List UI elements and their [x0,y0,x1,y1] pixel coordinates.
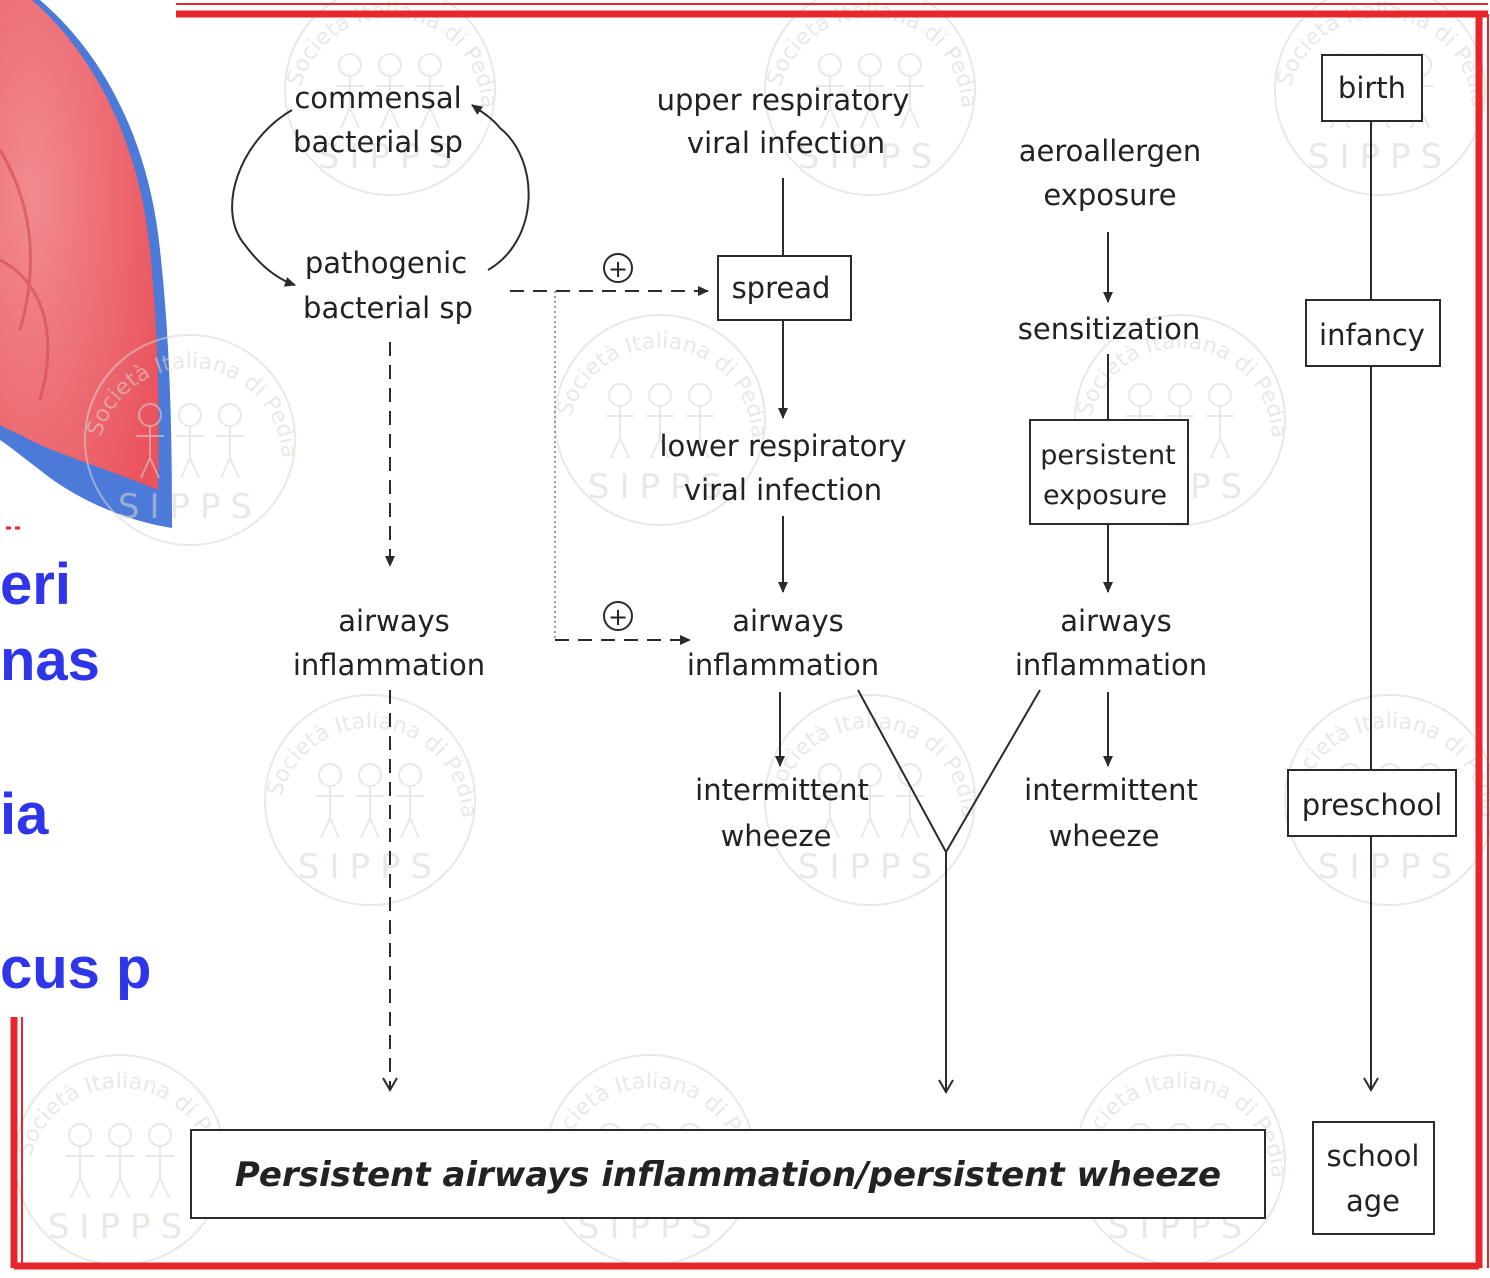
airways-right-label-line1: airways [1060,604,1172,638]
airways-left-label-line2: inflammation [293,648,485,682]
commensal-label-line2: bacterial sp [293,125,463,159]
airways-left-label-line1: airways [338,604,450,638]
wheeze-right-label-line1: intermittent [1024,773,1198,807]
timeline-preschool-label: preschool [1302,788,1443,822]
svg-text:Società Italiana di Pediatria: Società Italiana di Pediatria [0,0,1291,1179]
upper-viral-label-line1: upper respiratory [657,83,910,117]
svg-text:SIPPS: SIPPS [798,847,942,887]
svg-text:SIPPS: SIPPS [1318,847,1462,887]
lower-viral-label-line1: lower respiratory [659,429,906,463]
lower-viral-label-line2: viral infection [684,473,882,507]
aeroallergen-label-line2: exposure [1043,178,1176,212]
sensitization-label: sensitization [1018,312,1200,346]
upper-viral-label-line2: viral infection [687,126,885,160]
plus-sign-1: + [608,255,628,283]
side-text-line-1: eri [0,556,71,614]
wheeze-mid-label-line1: intermittent [695,773,869,807]
outcome-label: Persistent airways inflammation/persiste… [235,1155,1221,1195]
timeline-infancy-label: infancy [1319,318,1425,352]
airways-mid-label-line2: inflammation [687,648,879,682]
plus-sign-2: + [608,603,628,631]
airways-right-label-line2: inflammation [1015,648,1207,682]
svg-text:SIPPS: SIPPS [118,487,262,527]
side-text-line-3: ia [0,786,48,844]
svg-text:SIPPS: SIPPS [298,847,442,887]
svg-text:SIPPS: SIPPS [1308,137,1452,177]
commensal-label-line1: commensal [294,81,461,115]
pathogenic-label-line1: pathogenic [305,246,467,280]
pathogenic-label-line2: bacterial sp [303,291,473,325]
svg-text:SIPPS: SIPPS [48,1207,192,1247]
airways-mid-label-line1: airways [732,604,844,638]
side-text-line-4: cus p [0,940,152,998]
timeline-birth-label: birth [1338,71,1406,105]
persistent-exposure-label-line2: exposure [1043,480,1167,511]
wheeze-mid-label-line2: wheeze [721,819,832,853]
wheeze-right-label-line2: wheeze [1049,819,1160,853]
persistent-exposure-label-line1: persistent [1040,440,1175,471]
spread-label: spread [732,271,831,305]
side-text-line-2: nas [0,632,100,690]
aeroallergen-label-line1: aeroallergen [1019,134,1201,168]
timeline-age-label-line2: age [1346,1184,1400,1218]
timeline-school-label-line1: school [1327,1139,1420,1173]
